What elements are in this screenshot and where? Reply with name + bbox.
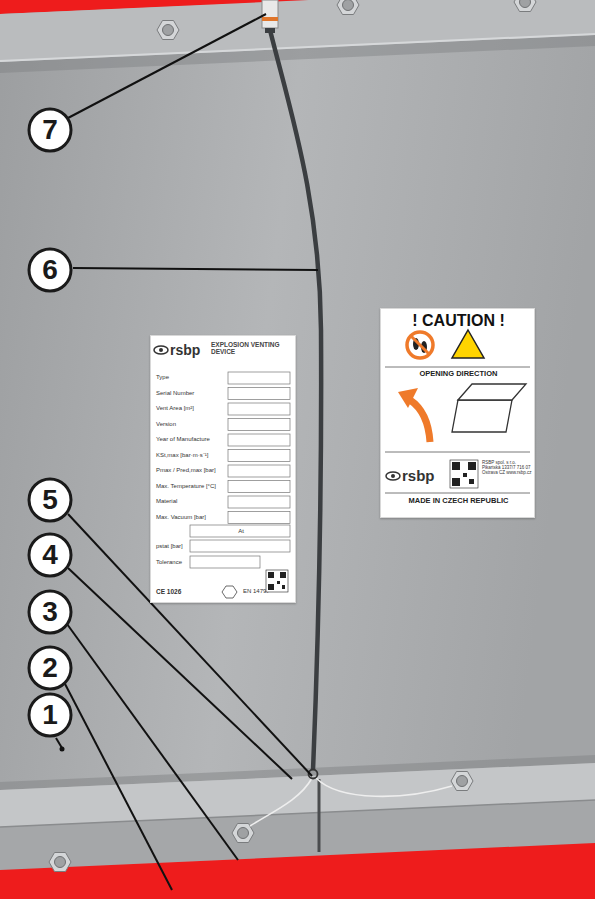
brand-logo: rsbp xyxy=(402,467,450,484)
callout-number: 4 xyxy=(27,532,73,578)
instruction-text: OPENING DIRECTION xyxy=(381,370,536,379)
leader-dot xyxy=(60,747,65,752)
callout-number: 2 xyxy=(27,645,73,691)
standard-number: EN 14797 xyxy=(243,588,293,595)
field-label: Version xyxy=(156,421,230,428)
opening-arrow xyxy=(398,388,430,442)
field-value: At xyxy=(191,528,291,535)
origin-text: MADE IN CZECH REPUBLIC xyxy=(381,497,536,506)
bolt xyxy=(337,0,359,15)
sensor xyxy=(262,0,278,33)
separator xyxy=(385,367,530,368)
caution-heading: ! CAUTION ! xyxy=(381,312,536,330)
label-plate: ! CAUTION ! EX OPENING DIRECTION rsbp RSBP s… xyxy=(380,308,535,518)
field-label: Vent Area [m²] xyxy=(156,405,230,412)
ex-symbol-text: EX xyxy=(455,346,483,355)
manufacturer-address: RSBP spol. s r.o. Pikartská 1337/7 716 0… xyxy=(482,460,535,476)
leader-line xyxy=(56,14,318,890)
ex-warning-sign xyxy=(452,330,484,358)
field-label: Type xyxy=(156,374,230,381)
frame-shadow xyxy=(0,35,595,73)
callout-circle: 4 xyxy=(27,532,73,578)
frame-seam xyxy=(318,779,321,852)
frame-edge xyxy=(0,800,595,827)
callout-circle: 5 xyxy=(27,477,73,523)
separator xyxy=(385,493,530,494)
bolt xyxy=(514,0,536,12)
bolt xyxy=(451,772,473,791)
field-label: KSt,max [bar·m·s⁻¹] xyxy=(156,452,230,459)
callout-circle: 3 xyxy=(27,589,73,635)
callout-number: 1 xyxy=(27,692,73,738)
wire-loop xyxy=(250,778,312,826)
callout-circle: 2 xyxy=(27,645,73,691)
callout-number: 6 xyxy=(27,247,73,293)
ex-mark xyxy=(222,586,237,598)
bolt xyxy=(49,853,71,872)
no-step-sign xyxy=(407,332,433,358)
callout-circle: 6 xyxy=(27,247,73,293)
brand-logo: rsbp xyxy=(170,342,210,358)
qr-code xyxy=(266,570,288,592)
callout-number: 7 xyxy=(27,107,73,153)
field-label: Material xyxy=(156,498,230,505)
wire-loop xyxy=(316,778,452,796)
bolt xyxy=(157,21,179,40)
qr-code xyxy=(450,460,478,488)
frame-edge xyxy=(0,34,595,61)
callout-circle: 1 xyxy=(27,692,73,738)
field-label: pstat [bar] xyxy=(156,543,192,550)
eye-logo xyxy=(154,346,168,354)
field-label: Pmax / Pred,max [bar] xyxy=(156,467,230,474)
field-label: Year of Manufacture xyxy=(156,436,230,443)
panel-icon xyxy=(452,384,526,432)
red-housing xyxy=(0,843,595,899)
callout-number: 5 xyxy=(27,477,73,523)
ce-mark: CE 1026 xyxy=(156,588,206,595)
value-field xyxy=(190,372,290,568)
separator xyxy=(385,452,530,453)
field-label: Max. Temperature [°C] xyxy=(156,483,230,490)
eye-logo xyxy=(386,472,400,480)
callout-number: 3 xyxy=(27,589,73,635)
field-label: Serial Number xyxy=(156,390,230,397)
field-label: Tolerance xyxy=(156,559,192,566)
callout-circle: 7 xyxy=(27,107,73,153)
plate-heading: EXPLOSION VENTING DEVICE xyxy=(211,341,293,356)
label-plate: rsbpEXPLOSION VENTING DEVICE TypeSerial N… xyxy=(150,335,296,603)
field-label: Max. Vacuum [bar] xyxy=(156,514,230,521)
